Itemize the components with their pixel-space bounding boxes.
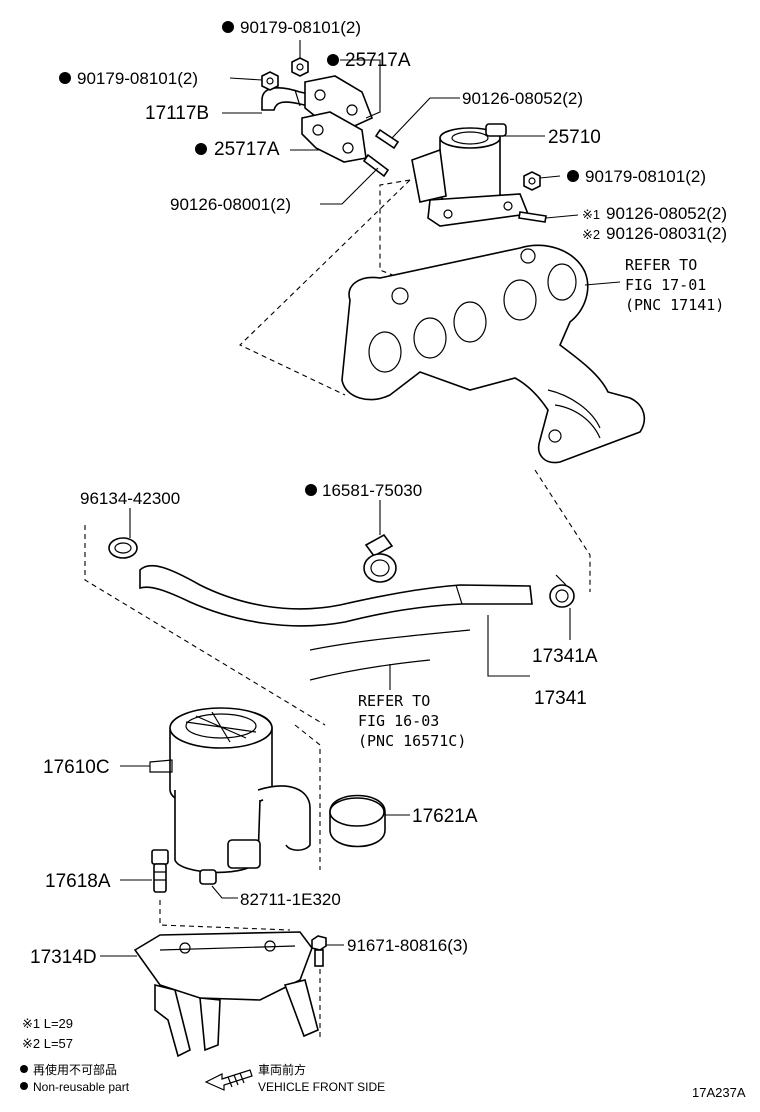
reference-label: FIG 17-01	[625, 276, 706, 294]
reference-label: (PNC 16571C)	[358, 732, 466, 750]
reference-hose-line	[309, 629, 471, 651]
part-label: 90126-08052(2)	[462, 89, 583, 108]
non-reusable-bullet-icon	[195, 143, 207, 155]
mark-label: ※2	[582, 227, 600, 242]
note-length-1: ※1 L=29	[22, 1016, 73, 1031]
reference-label: (PNC 17141)	[625, 296, 724, 314]
air-switching-valve-25710	[411, 123, 530, 227]
part-label: 17610C	[43, 757, 110, 778]
part-label: 25717A	[214, 139, 280, 160]
part-label: 90179-08101(2)	[77, 69, 198, 88]
part-label: 17341	[534, 688, 587, 709]
assembly-dash-line	[239, 179, 411, 396]
part-label: 17341A	[532, 646, 598, 667]
stud-bolt-icon	[374, 128, 400, 150]
stud-bolt-icon	[362, 153, 390, 178]
air-filter-17621a	[329, 794, 386, 848]
hose-clamp-icon	[363, 533, 397, 583]
vehicle-front-arrow-icon	[204, 1069, 253, 1091]
assembly-dash-line	[159, 900, 291, 931]
part-label: 17621A	[412, 806, 478, 827]
cushion-82711	[199, 869, 217, 885]
non-reusable-bullet-icon	[305, 484, 317, 496]
figure-code: 17A237A	[692, 1085, 746, 1100]
part-label: 96134-42300	[80, 489, 180, 508]
assembly-dash-line	[294, 724, 321, 870]
bracket-17314d	[133, 931, 319, 1058]
part-label: 25717A	[345, 50, 411, 71]
part-label: 82711-1E320	[240, 890, 341, 909]
non-reusable-bullet-icon	[567, 170, 579, 182]
nut-icon	[261, 71, 279, 91]
reference-hose-line	[309, 659, 431, 681]
reference-label: FIG 16-03	[358, 712, 439, 730]
assembly-dash-line	[84, 525, 326, 726]
front-side-en: VEHICLE FRONT SIDE	[258, 1080, 385, 1094]
front-side-jp: 車両前方	[258, 1062, 306, 1077]
part-label: 16581-75030	[322, 481, 422, 500]
nut-icon	[523, 171, 541, 191]
note-length-2: ※2 L=57	[22, 1036, 73, 1051]
air-pump-17610c	[149, 707, 311, 874]
legend-en: Non-reusable part	[33, 1080, 130, 1094]
part-label: 90126-08001(2)	[170, 195, 291, 214]
non-reusable-bullet-icon	[327, 54, 339, 66]
exhaust-manifold	[341, 244, 646, 464]
part-label: 91671-80816(3)	[347, 936, 468, 955]
connector-17618a	[151, 849, 169, 893]
nut-icon	[291, 57, 309, 77]
part-label: 17117B	[145, 103, 209, 124]
mark-label: ※1	[582, 207, 600, 222]
hose-clamp-icon	[108, 537, 138, 559]
reference-label: REFER TO	[625, 256, 697, 274]
legend-jp: 再使用不可部品	[33, 1062, 117, 1077]
assembly-dash-line	[534, 469, 591, 592]
non-reusable-bullet-icon	[59, 72, 71, 84]
non-reusable-bullet-icon	[20, 1065, 28, 1073]
bolt-icon	[311, 935, 327, 967]
non-reusable-bullet-icon	[222, 21, 234, 33]
part-label: 90179-08101(2)	[585, 167, 706, 186]
stud-bolt-icon	[518, 211, 547, 223]
hose-clamp-icon	[549, 574, 575, 608]
leader-lines	[100, 40, 621, 957]
part-label: 90126-08052(2)	[606, 204, 727, 223]
part-label: 90179-08101(2)	[240, 18, 361, 37]
air-hose-17341	[139, 564, 533, 627]
part-label: 90126-08031(2)	[606, 224, 727, 243]
part-label: 17618A	[45, 871, 111, 892]
part-label: 25710	[548, 127, 601, 148]
reference-label: REFER TO	[358, 692, 430, 710]
gasket-25717a-lower	[301, 111, 367, 163]
non-reusable-bullet-icon	[20, 1082, 28, 1090]
part-label: 17314D	[30, 947, 97, 968]
